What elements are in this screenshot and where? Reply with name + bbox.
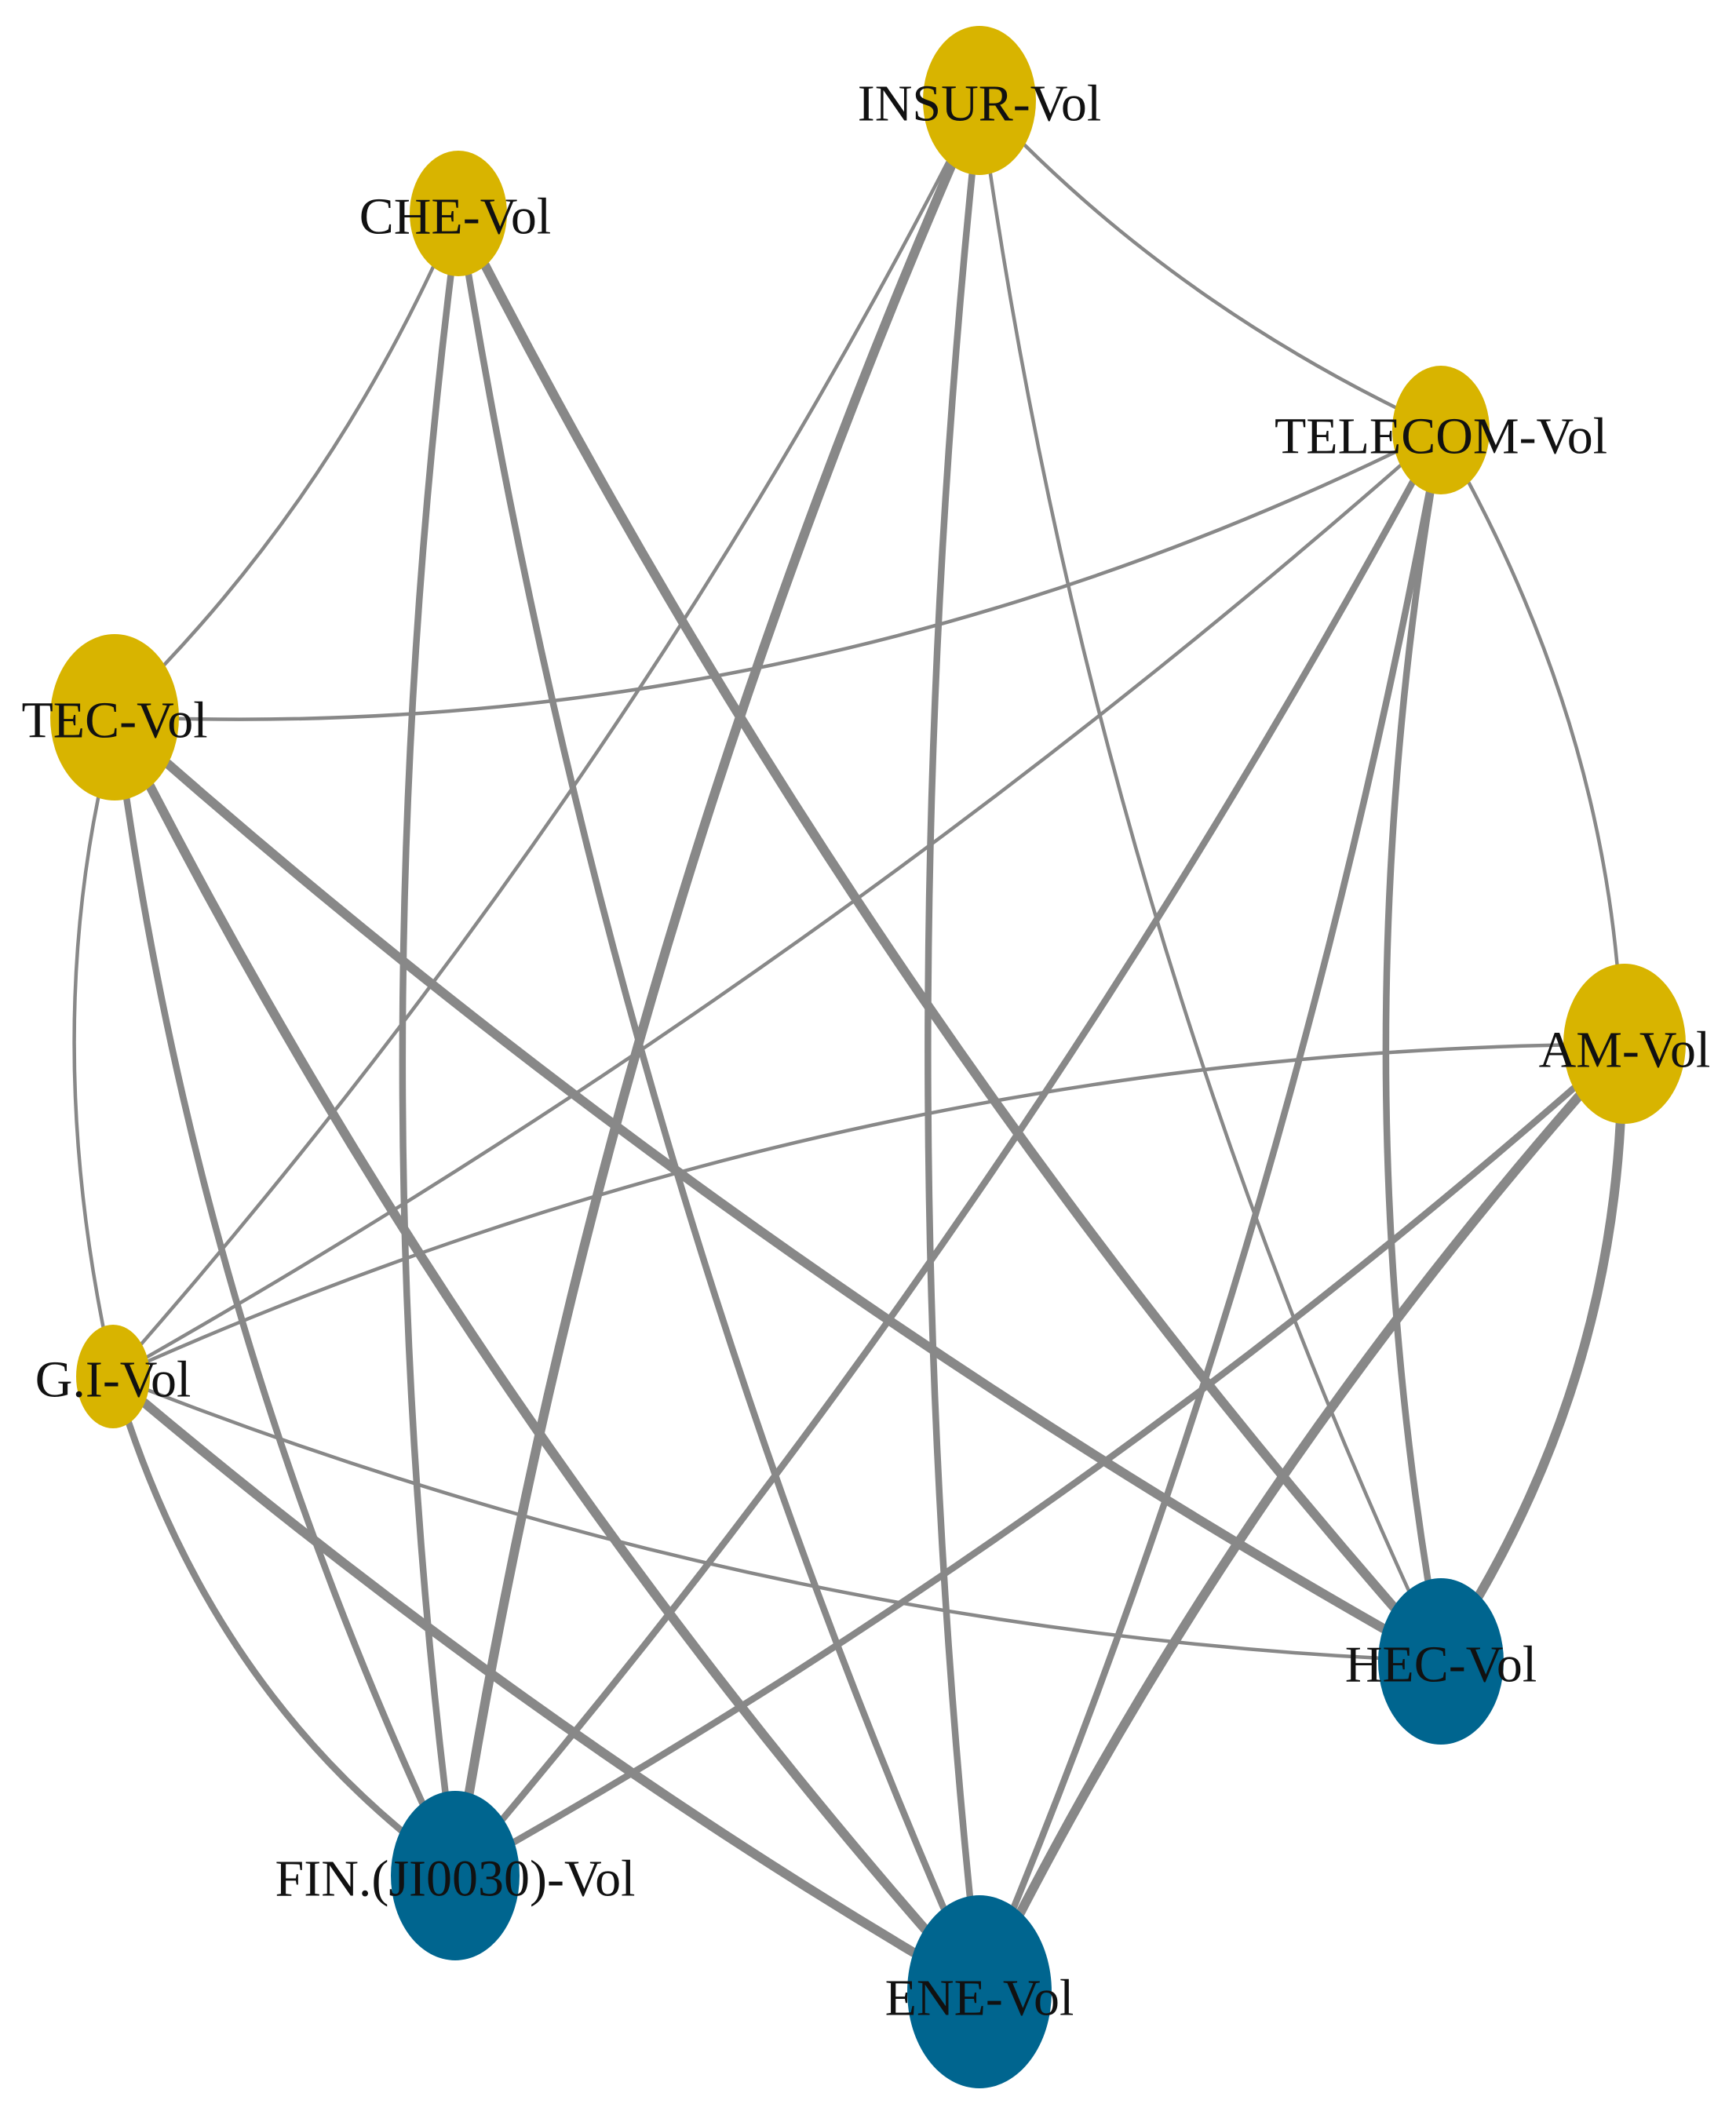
edge-layer [72,143,1625,1957]
node-label-hec: HEC-Vol [1345,1636,1537,1694]
edge-hec-to-insur [988,171,1410,1592]
edge-che-to-tec [162,265,436,667]
edge-hec-to-tec [162,759,1388,1633]
edge-ene-to-am [1016,1092,1584,1917]
edge-ene-to-gi [140,1398,918,1957]
node-label-telecom: TELECOM-Vol [1275,408,1607,465]
edge-telecom-to-insur [1023,143,1398,410]
node-ene [907,1895,1052,2088]
node-layer [50,26,1686,2088]
edge-gi-to-telecom [145,463,1402,1359]
edge-hec-to-am [1474,1118,1625,1600]
node-insur [923,26,1036,175]
edge-telecom-to-tec [177,450,1397,721]
node-tec [50,634,179,800]
node-label-tec: TEC-Vol [21,692,207,749]
edge-ene-to-tec [145,782,930,1934]
node-gi [76,1325,150,1428]
edge-fin-to-che [399,272,454,1796]
edge-fin-to-telecom [499,479,1417,1822]
node-am [1563,964,1686,1124]
edge-ene-to-insur [925,170,976,1900]
edge-fin-to-insur [464,160,957,1798]
edge-hec-to-che [480,261,1399,1612]
edge-ene-to-che [465,271,947,1912]
label-layer: INSUR-VolCHE-VolTELECOM-VolTEC-VolAM-Vol… [21,75,1710,2027]
node-label-am: AM-Vol [1539,1022,1711,1079]
edge-gi-to-insur [140,160,950,1346]
edge-fin-to-gi [126,1420,405,1834]
node-label-ene: ENE-Vol [885,1970,1074,2027]
edge-ene-to-telecom [1010,489,1433,1911]
edge-hec-to-gi [147,1388,1380,1661]
edge-telecom-to-am [1467,480,1619,967]
node-label-gi: G.I-Vol [35,1351,191,1409]
edge-gi-to-tec [72,796,105,1329]
node-fin [391,1791,520,1960]
edge-hec-to-telecom [1382,489,1435,1584]
node-label-fin: FIN.(JI0030)-Vol [275,1851,636,1908]
node-label-che: CHE-Vol [359,188,551,246]
edge-fin-to-am [510,1085,1577,1846]
node-telecom [1392,366,1490,494]
edge-gi-to-am [146,1043,1566,1363]
node-hec [1378,1578,1504,1745]
edge-fin-to-tec [123,795,426,1807]
node-che [410,151,507,276]
node-label-insur: INSUR-Vol [858,75,1102,133]
